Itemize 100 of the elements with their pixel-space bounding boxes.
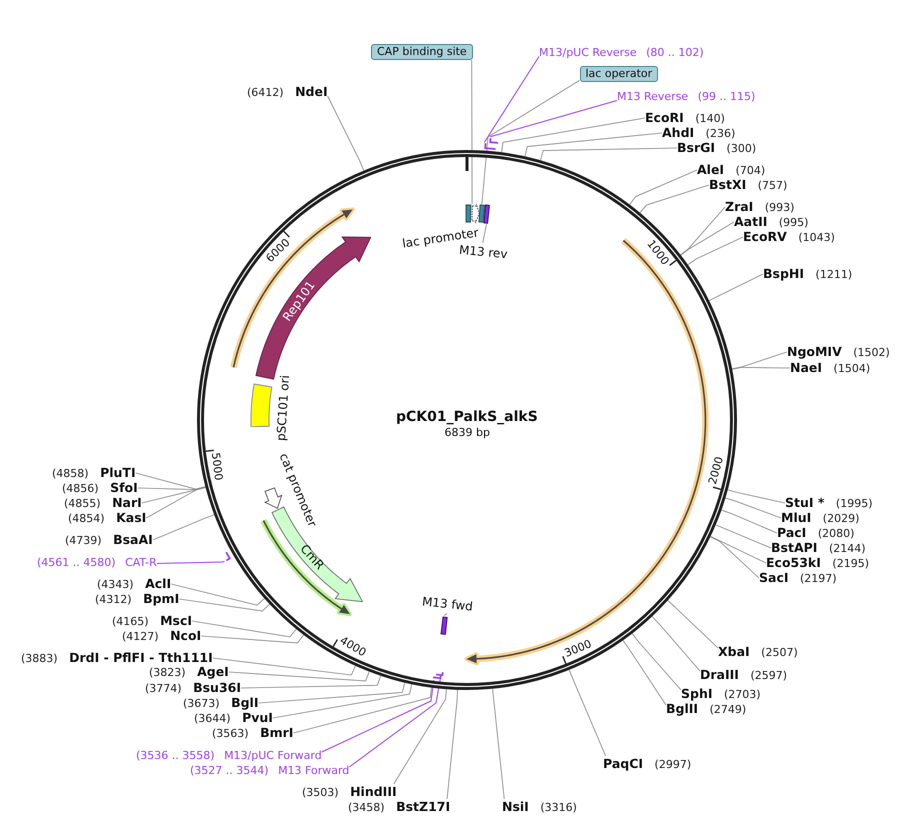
leader-line xyxy=(492,688,505,800)
restriction-site-label: EcoRI (140) xyxy=(645,110,725,126)
restriction-site-label: (4854) KasI xyxy=(68,510,146,526)
restriction-site-label: (4165) MscI xyxy=(112,613,192,629)
leader-line xyxy=(444,613,448,616)
leader-line xyxy=(137,486,206,490)
primer-mark xyxy=(432,674,442,680)
leader-line xyxy=(490,100,618,138)
plasmid-length: 6839 bp xyxy=(444,424,490,440)
leader-line xyxy=(732,352,788,370)
primer-label: (4561 .. 4580) CAT-R xyxy=(37,554,157,570)
restriction-site-label: (3823) AgeI xyxy=(149,664,229,680)
restriction-site-label: NsiI (3316) xyxy=(502,799,577,815)
restriction-site-label: (4856) SfoI xyxy=(62,480,138,496)
leader-line xyxy=(721,510,778,534)
leader-line xyxy=(178,598,270,612)
feature-label: M13 rev xyxy=(458,242,508,262)
leader-line xyxy=(192,620,297,638)
restriction-site-label: NaeI (1504) xyxy=(790,360,870,376)
leader-line xyxy=(293,687,432,734)
leader-line xyxy=(667,600,718,648)
leader-line xyxy=(568,669,606,756)
leader-line xyxy=(212,658,356,676)
restriction-site-label: BstAPI (2144) xyxy=(771,540,866,556)
restriction-site-label: XbaI (2507) xyxy=(718,644,798,660)
restriction-site-label: (4855) NarI xyxy=(64,495,142,511)
primer-binding-block xyxy=(482,204,490,224)
primer-label: M13/pUC Reverse (80 .. 102) xyxy=(539,44,704,60)
leader-line xyxy=(258,682,406,704)
plasmid-name: pCK01_PalkS_alkS xyxy=(396,410,538,424)
leader-line xyxy=(715,524,772,548)
leader-line xyxy=(725,498,782,518)
leader-line xyxy=(732,366,790,370)
primer-label: (3527 .. 3544) M13 Forward xyxy=(190,762,350,778)
leader-line xyxy=(327,96,364,171)
feature-block xyxy=(478,204,486,224)
leader-line xyxy=(482,224,487,244)
restriction-site-label: MluI (2029) xyxy=(781,510,860,526)
restriction-site-label: BglII (2749) xyxy=(666,701,746,717)
primer-mark xyxy=(488,136,499,144)
feature-label: pSC101 ori xyxy=(274,374,292,442)
leader-line xyxy=(240,675,382,688)
leader-line xyxy=(540,148,678,161)
leader-line xyxy=(146,487,206,518)
leader-line xyxy=(170,584,265,606)
restriction-site-label: (4739) BsaAI xyxy=(65,532,153,548)
primer-mark xyxy=(435,670,444,676)
restriction-site-label: (3883) DrdI - PflFI - Tth111I xyxy=(21,650,213,666)
restriction-site-label: SphI (2703) xyxy=(681,686,761,702)
leader-line xyxy=(393,688,447,784)
leader-line xyxy=(622,640,666,706)
restriction-site-label: PaqCI (2997) xyxy=(603,756,692,772)
leader-line xyxy=(632,633,682,690)
position-tick-label: 5000 xyxy=(209,452,226,482)
leader-line xyxy=(710,536,766,564)
leader-line xyxy=(710,536,760,578)
restriction-site-label: (6412) NdeI xyxy=(247,84,328,100)
primer-label: M13 Reverse (99 .. 115) xyxy=(617,88,756,104)
restriction-site-label: StuI * (1995) xyxy=(785,495,872,511)
restriction-site-label: Eco53kI (2195) xyxy=(766,555,869,571)
leader-line xyxy=(156,561,226,564)
leader-line xyxy=(484,56,540,143)
restriction-site-label: AleI (704) xyxy=(697,162,766,178)
leader-line xyxy=(446,689,458,800)
restriction-site-label: (4127) NcoI xyxy=(122,628,202,644)
primer-label: (3536 .. 3558) M13/pUC Forward xyxy=(136,748,322,762)
primer-mark xyxy=(224,550,231,562)
restriction-site-label: AhdI (236) xyxy=(662,125,736,141)
leader-line xyxy=(481,80,580,205)
restriction-site-label: (3644) PvuI xyxy=(194,710,273,726)
leader-line xyxy=(680,222,734,256)
primer-mark xyxy=(484,142,498,151)
leader-line xyxy=(200,634,304,644)
restriction-site-label: (3673) BglI xyxy=(183,695,258,711)
leader-line xyxy=(471,60,473,204)
restriction-site-label: BstXI (757) xyxy=(709,177,788,193)
leader-line xyxy=(708,274,764,301)
restriction-site-label: (4343) AclI xyxy=(97,576,172,592)
leader-line xyxy=(640,184,710,214)
restriction-site-label: PacI (2080) xyxy=(777,525,854,541)
position-tick-label: 4000 xyxy=(337,634,368,660)
restriction-site-label: BspHI (1211) xyxy=(763,266,852,282)
restriction-site-label: (3503) HindIII xyxy=(302,784,397,800)
leader-line xyxy=(652,616,700,672)
restriction-site-label: AatII (995) xyxy=(734,214,808,230)
restriction-site-label: BsrGI (300) xyxy=(677,140,756,156)
primer-binding-block xyxy=(440,616,448,635)
restriction-site-label: (4312) BpmI xyxy=(95,591,180,607)
feature-label: M13 fwd xyxy=(420,594,473,614)
restriction-site-label: (3774) Bsu36I xyxy=(145,680,241,696)
leader-line xyxy=(727,490,786,504)
position-tick-label: 2000 xyxy=(706,455,726,486)
feature-callout: lac operator xyxy=(580,66,658,82)
restriction-site-label: EcoRV (1043) xyxy=(743,229,835,245)
leader-line xyxy=(687,236,744,266)
feature-callout: CAP binding site xyxy=(371,44,473,60)
leader-line xyxy=(135,472,206,490)
restriction-site-label: ZraI (993) xyxy=(725,199,794,215)
restriction-site-label: SacI (2197) xyxy=(759,570,837,586)
position-tick-label: 3000 xyxy=(562,637,594,660)
